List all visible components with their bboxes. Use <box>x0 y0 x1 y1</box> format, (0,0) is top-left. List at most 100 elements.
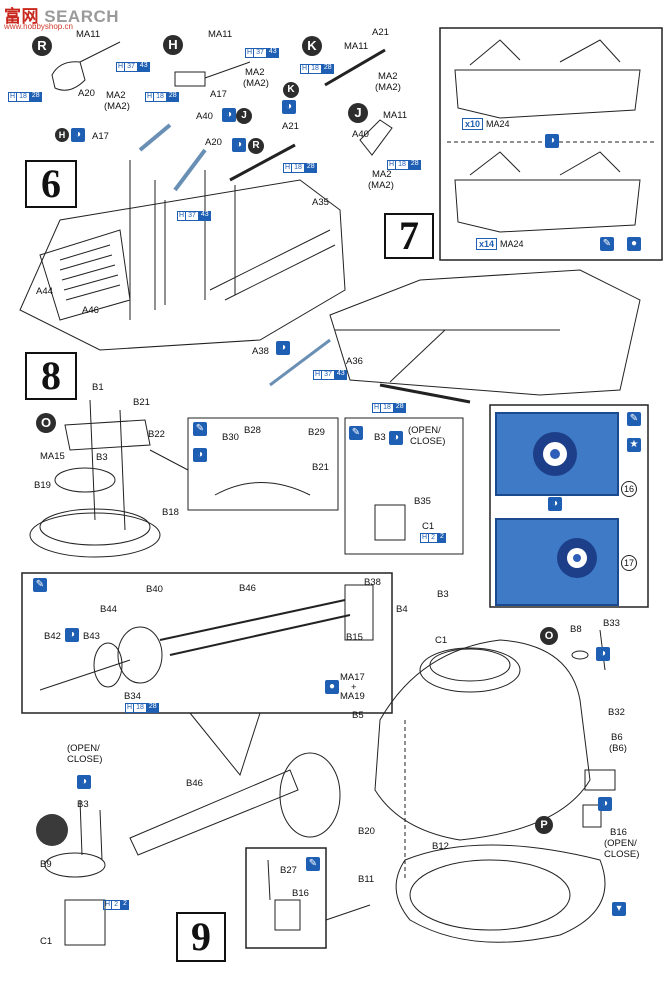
marker-k-small: K <box>283 82 299 98</box>
part-label: (OPEN/ <box>67 743 100 754</box>
photo-number-16: 16 <box>621 481 637 497</box>
attach-icon: ◑ <box>596 647 610 661</box>
marker-j-step6: J <box>236 108 252 124</box>
attach-icon: ◑ <box>545 134 559 148</box>
part-label: MA15 <box>40 451 65 462</box>
part-label: A38 <box>252 346 269 357</box>
part-label: A46 <box>82 305 99 316</box>
attach-icon: ◑ <box>71 128 85 142</box>
part-label: B20 <box>358 826 375 837</box>
part-label: C1 <box>422 521 435 532</box>
part-label: B33 <box>603 618 620 629</box>
part-label: (MA2) <box>104 101 130 112</box>
watermark-brand: SEARCH <box>44 7 120 26</box>
part-label: B8 <box>570 624 582 635</box>
part-label: B3 <box>96 452 108 463</box>
part-label: B3 <box>77 799 89 810</box>
part-label: B19 <box>34 480 51 491</box>
step-6-number: 6 <box>25 160 77 208</box>
part-label: MA19 <box>340 691 365 702</box>
part-label: MA2 <box>372 169 392 180</box>
part-label: MA11 <box>208 29 233 40</box>
part-label: MA2 <box>378 71 398 82</box>
part-label: B16 <box>610 827 627 838</box>
part-label: (OPEN/ <box>408 425 441 436</box>
marker-j-top: J <box>348 103 368 123</box>
part-label: B38 <box>364 577 381 588</box>
part-label: B18 <box>162 507 179 518</box>
attach-icon: ◑ <box>65 628 79 642</box>
part-label: A40 <box>352 129 369 140</box>
part-label: B11 <box>358 874 375 885</box>
part-label: B15 <box>346 632 363 643</box>
part-label: B35 <box>414 496 431 507</box>
part-label: B30 <box>222 432 239 443</box>
part-label: MA2 <box>106 90 126 101</box>
part-label: B29 <box>308 427 325 438</box>
part-label: A44 <box>36 286 53 297</box>
brush-icon: ✎ <box>306 857 320 871</box>
part-label: B21 <box>312 462 329 473</box>
brush-icon: ✎ <box>33 578 47 592</box>
marker-o-step8: O <box>36 413 56 433</box>
marker-o-turret: O <box>540 627 558 645</box>
part-label: B34 <box>124 691 141 702</box>
part-label: B1 <box>92 382 104 393</box>
part-label: B42 <box>44 631 61 642</box>
part-label: CLOSE) <box>410 436 446 447</box>
part-label: MA17 <box>340 672 365 683</box>
part-label: B6 <box>611 732 623 743</box>
marker-p-turret: P <box>535 816 553 834</box>
part-label: (MA2) <box>368 180 394 191</box>
part-label: B22 <box>148 429 165 440</box>
multiplier-10: x10 MA24 <box>462 118 510 130</box>
attach-icon: ◑ <box>232 138 246 152</box>
part-label: B5 <box>352 710 364 721</box>
attach-icon: ◑ <box>77 775 91 789</box>
part-label: A21 <box>372 27 389 38</box>
marker-h-top: H <box>163 35 183 55</box>
part-label: A36 <box>346 356 363 367</box>
attach-icon: ◑ <box>548 497 562 511</box>
part-label: (B6) <box>609 743 627 754</box>
star-icon: ★ <box>627 438 641 452</box>
part-label: B46 <box>186 778 203 789</box>
paint-drop-icon: ● <box>325 680 339 694</box>
part-label: B27 <box>280 865 297 876</box>
part-label: B46 <box>239 583 256 594</box>
step-9-number: 9 <box>176 912 226 962</box>
part-label: B16 <box>292 888 309 899</box>
part-label: B40 <box>146 584 163 595</box>
part-label: A35 <box>312 197 329 208</box>
part-label: B3 <box>374 432 386 443</box>
part-label: A21 <box>282 121 299 132</box>
part-label: C1 <box>40 936 53 947</box>
reference-photo-top <box>495 412 619 496</box>
attach-icon: ◑ <box>276 341 290 355</box>
brush-icon: ✎ <box>600 237 614 251</box>
brush-icon: ✎ <box>193 422 207 436</box>
attach-icon: ◑ <box>389 431 403 445</box>
part-label: B9 <box>40 859 52 870</box>
part-label: CLOSE) <box>604 849 640 860</box>
reference-photo-bottom <box>495 518 619 606</box>
part-label: (MA2) <box>375 82 401 93</box>
part-label: MA11 <box>344 41 369 52</box>
part-label: C1 <box>435 635 448 646</box>
part-label: MA11 <box>383 110 408 121</box>
brush-icon: ✎ <box>627 412 641 426</box>
part-label: B44 <box>100 604 117 615</box>
attach-icon: ◑ <box>282 100 296 114</box>
part-label: B28 <box>244 425 261 436</box>
